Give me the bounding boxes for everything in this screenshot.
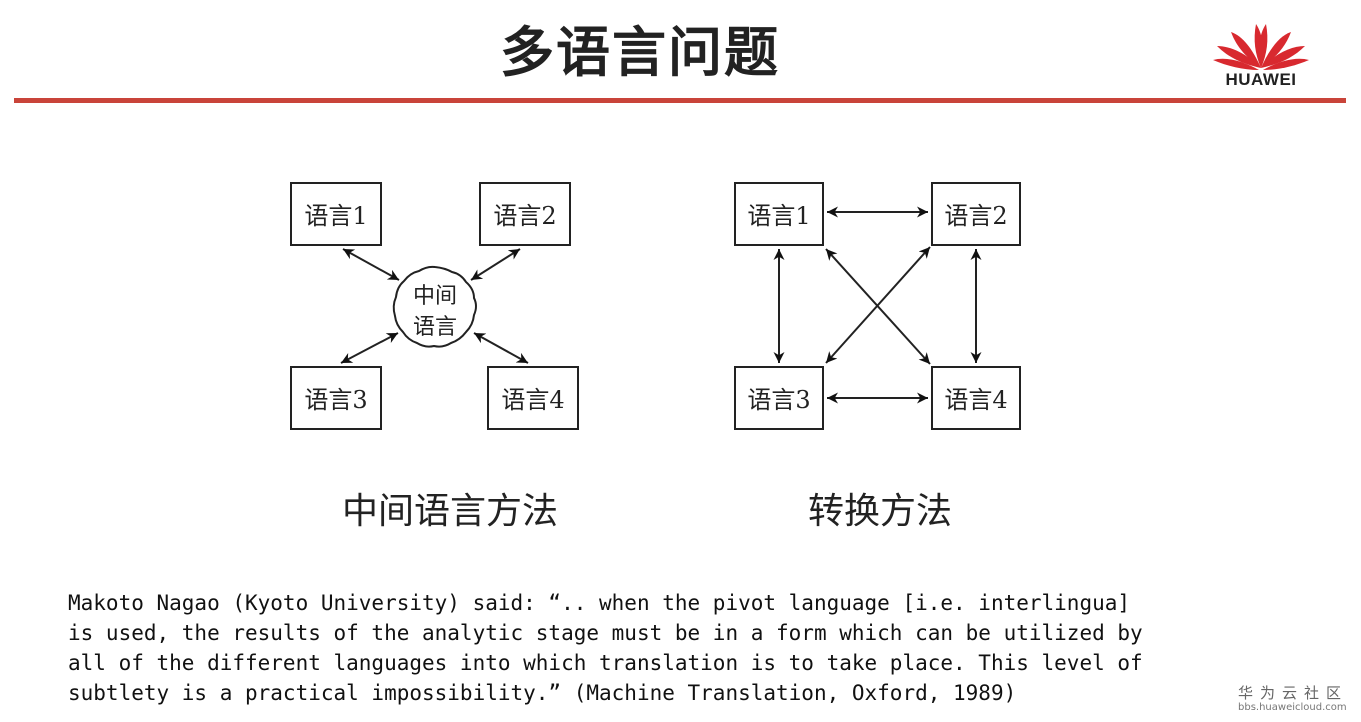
interlingua-diagram [290,182,579,430]
transfer-caption: 转换方法 [808,491,953,532]
left-box-4 [487,366,579,430]
left-arrow-4 [473,332,529,364]
slide-title: 多语言问题 [500,21,780,84]
interlingua-caption: 中间语言方法 [342,491,559,532]
interlingua-circle [392,265,477,348]
left-box-3 [290,366,382,430]
quote-line-3: all of the different languages into whic… [68,651,1143,675]
right-box-4-label: 语言4 [944,386,1007,414]
huawei-logo-icon [1213,24,1309,70]
left-arrow-1 [342,248,400,281]
interlingua-label-line1: 中间 [413,284,457,309]
watermark-site-name: 华为云社区 [1238,684,1349,702]
left-box-1 [290,182,382,246]
nagao-quote: Makoto Nagao (Kyoto University) said: “.… [68,588,1268,708]
brand-name: HUAWEI [1225,70,1297,89]
left-arrow-2 [470,248,521,281]
left-box-1-label: 语言1 [304,202,367,230]
right-box-3 [734,366,824,430]
right-box-2 [931,182,1021,246]
left-box-3-label: 语言3 [304,386,367,414]
quote-line-2: is used, the results of the analytic sta… [68,621,1143,645]
right-box-1 [734,182,824,246]
right-box-4 [931,366,1021,430]
watermark-url: bbs.huaweicloud.com [1238,702,1347,713]
quote-line-4: subtlety is a practical impossibility.” … [68,681,1017,705]
right-box-3-label: 语言3 [747,386,810,414]
right-arrow-2-3 [825,246,931,364]
left-box-2 [479,182,571,246]
left-box-2-label: 语言2 [493,202,556,230]
transfer-diagram [734,182,1021,430]
title-divider [14,98,1346,103]
right-box-1-label: 语言1 [747,202,810,230]
left-box-4-label: 语言4 [501,386,564,414]
interlingua-label-line2: 语言 [413,315,457,340]
right-box-2-label: 语言2 [944,202,1007,230]
left-arrow-3 [340,332,399,364]
quote-line-1: Makoto Nagao (Kyoto University) said: “.… [68,591,1131,615]
